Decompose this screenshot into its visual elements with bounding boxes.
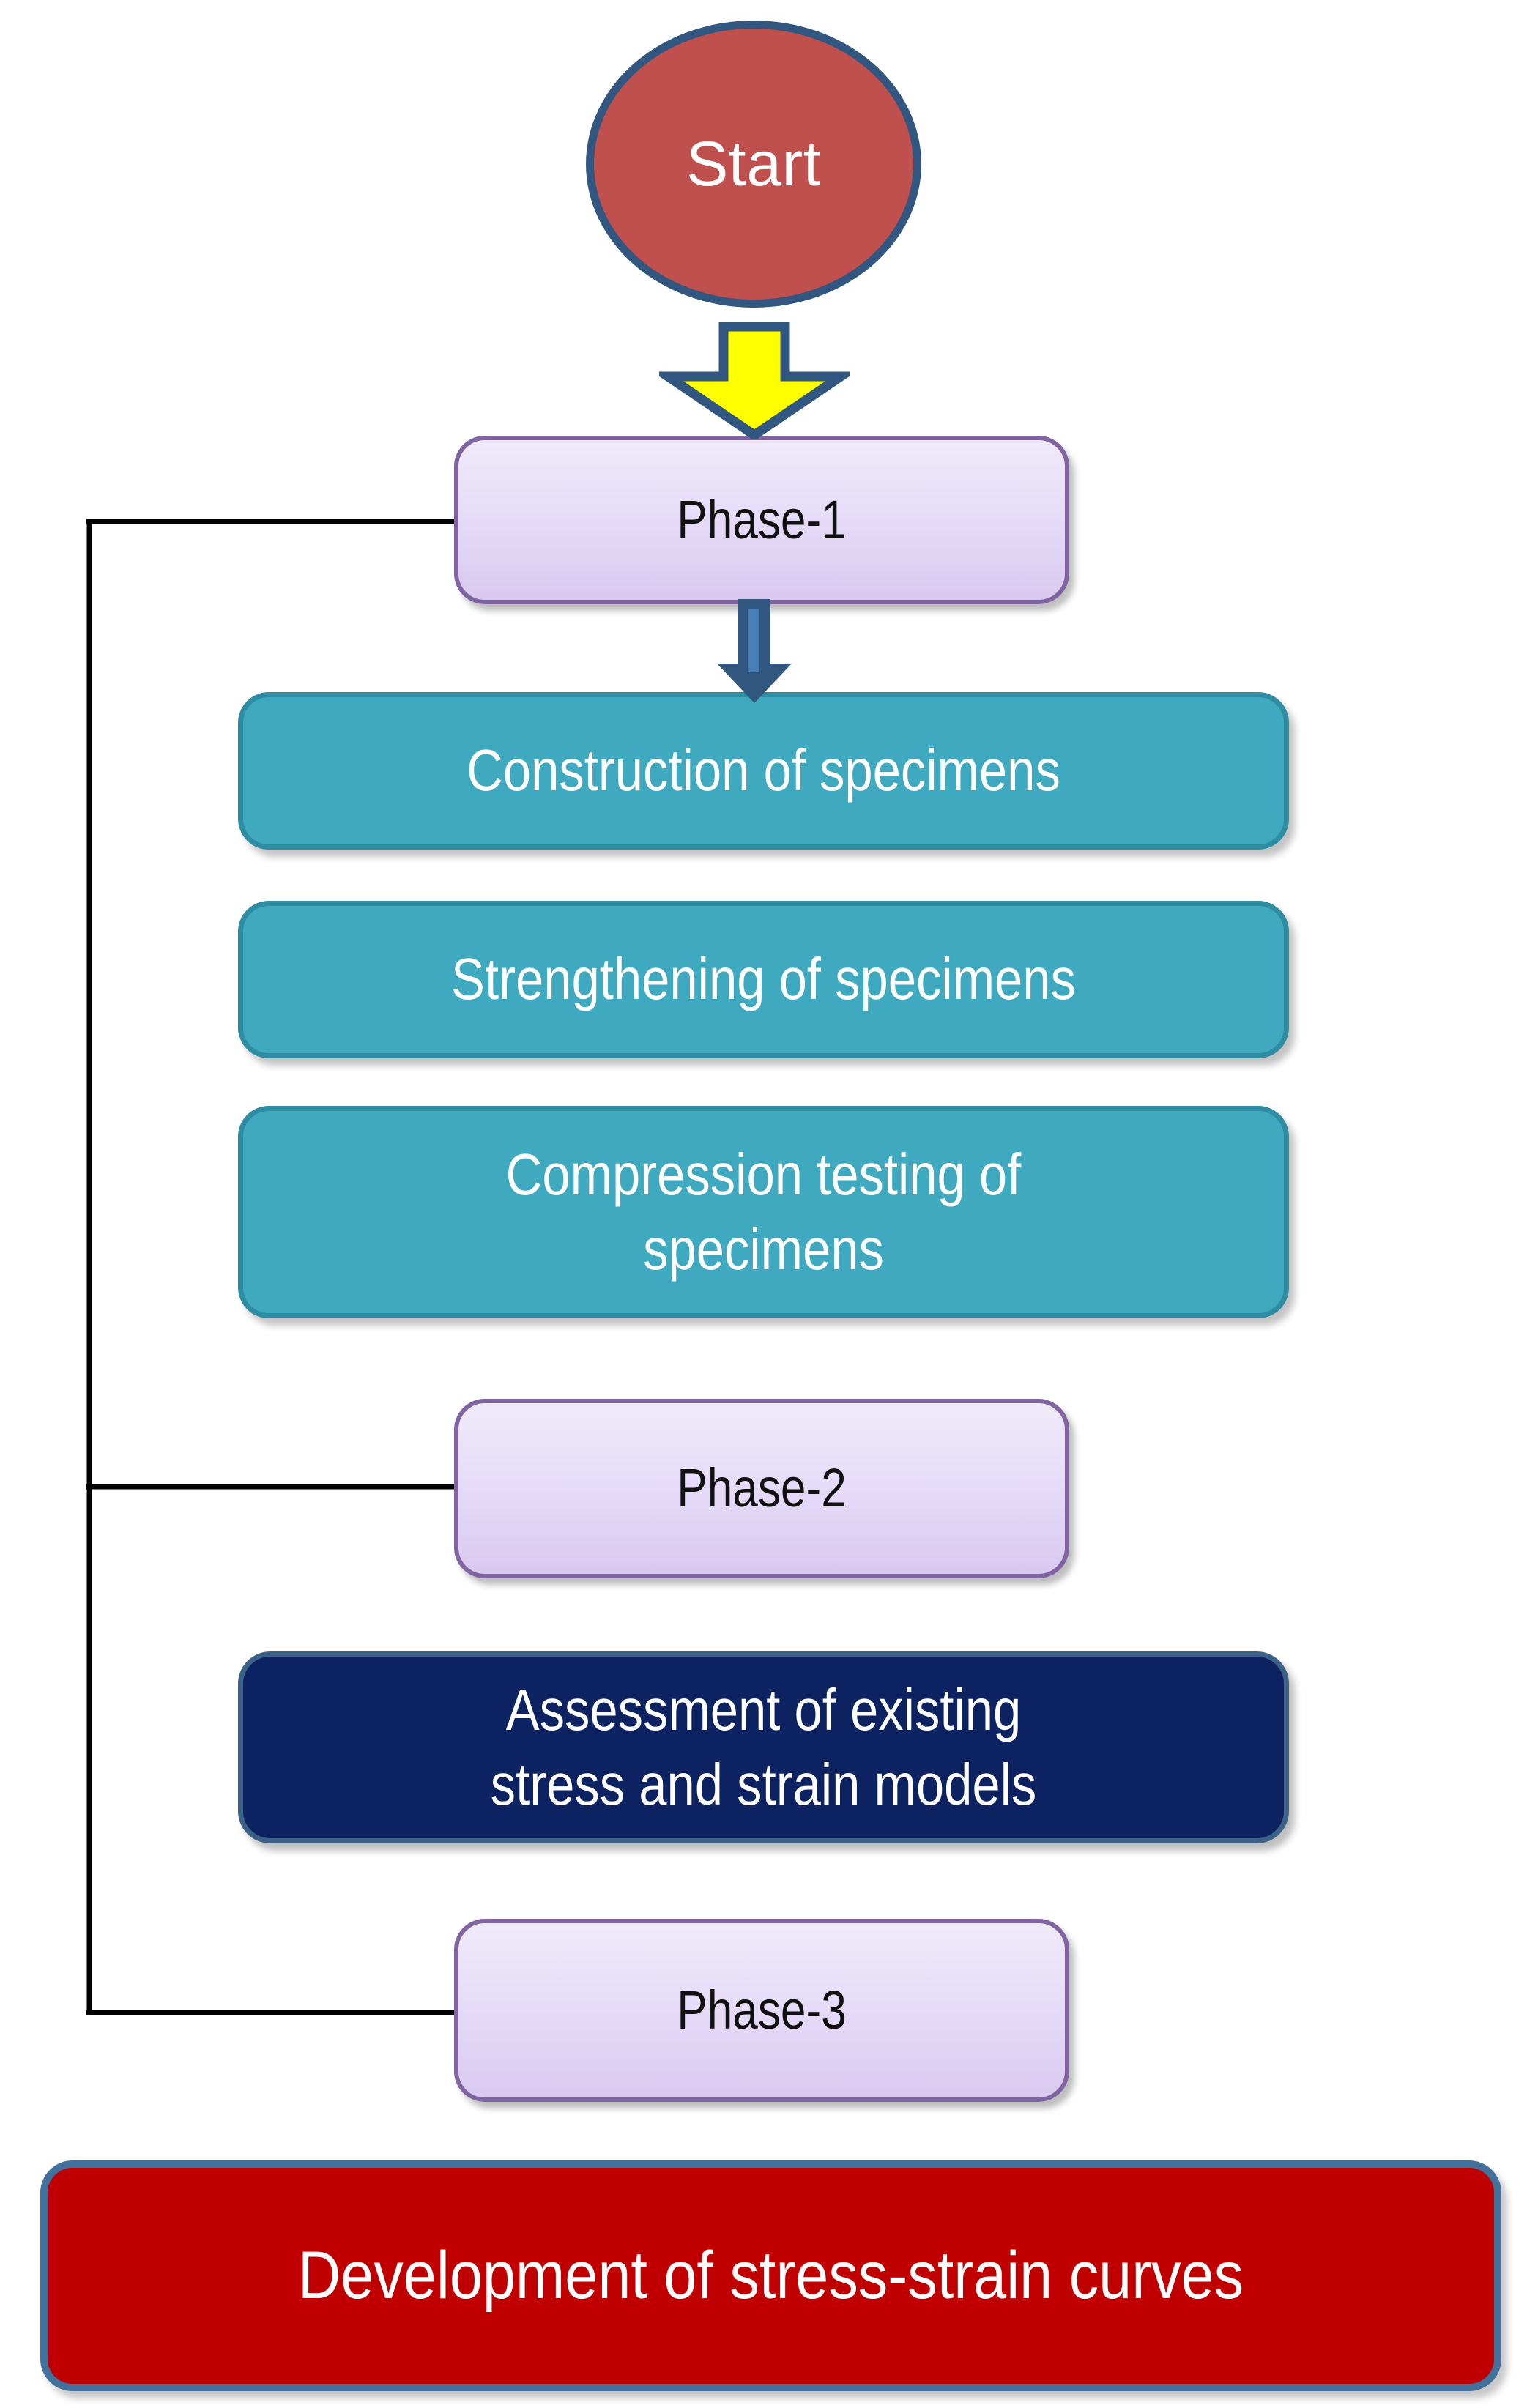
phase-1-node[interactable]: Phase-1 bbox=[454, 436, 1069, 604]
yellow-block-arrow-down-icon bbox=[652, 322, 857, 441]
assessment-of-existing-models-node[interactable]: Assessment of existing stress and strain… bbox=[238, 1651, 1289, 1843]
phase-3-node-label: Phase-3 bbox=[677, 1979, 847, 2040]
development-of-stress-strain-curves-node[interactable]: Development of stress-strain curves bbox=[40, 2160, 1501, 2391]
construction-of-specimens-label: Construction of specimens bbox=[467, 737, 1060, 803]
start-node[interactable]: Start bbox=[586, 21, 921, 308]
phase-2-node-label: Phase-2 bbox=[677, 1457, 847, 1519]
compression-testing-of-specimens-label: Compression testing of specimens bbox=[505, 1141, 1022, 1282]
phase-1-node-label: Phase-1 bbox=[677, 488, 847, 550]
compression-testing-of-specimens-node[interactable]: Compression testing of specimens bbox=[238, 1106, 1289, 1318]
blue-block-arrow-down-icon bbox=[714, 599, 795, 705]
strengthening-of-specimens-label: Strengthening of specimens bbox=[451, 946, 1076, 1012]
strengthening-of-specimens-node[interactable]: Strengthening of specimens bbox=[238, 901, 1289, 1058]
phase-3-node[interactable]: Phase-3 bbox=[454, 1919, 1069, 2102]
development-of-stress-strain-curves-label: Development of stress-strain curves bbox=[297, 2237, 1244, 2313]
assessment-of-existing-models-label: Assessment of existing stress and strain… bbox=[490, 1676, 1037, 1817]
construction-of-specimens-node[interactable]: Construction of specimens bbox=[238, 692, 1289, 850]
phase-2-node[interactable]: Phase-2 bbox=[454, 1399, 1069, 1578]
start-node-label: Start bbox=[686, 128, 822, 199]
